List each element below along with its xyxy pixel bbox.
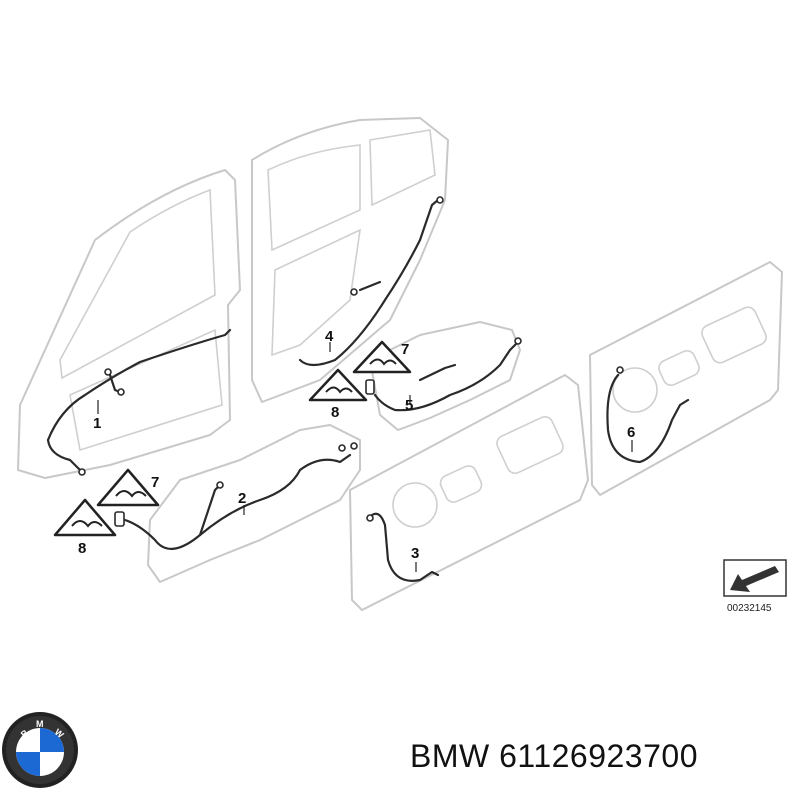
part-number: 61126923700 <box>499 738 698 774</box>
callout-6: 6 <box>627 424 635 441</box>
rear-inner-panel <box>589 261 783 496</box>
callout-3: 3 <box>411 545 419 562</box>
callout-4: 4 <box>325 328 334 345</box>
front-inner-panel <box>349 374 589 611</box>
front-door-trim-panel <box>147 424 361 583</box>
bmw-roundel-logo: B M W <box>2 712 78 788</box>
connector <box>114 511 125 527</box>
warning-triangle-icon <box>96 468 160 507</box>
wire-harness-3 <box>366 512 440 582</box>
warning-triangle-icon <box>53 498 117 537</box>
wire-harness-2 <box>123 442 358 550</box>
brand-name: BMW <box>410 738 490 774</box>
callout-8: 8 <box>331 404 339 421</box>
rear-door-trim-panel <box>369 321 521 431</box>
wire-harness-1 <box>46 328 232 476</box>
callout-5: 5 <box>405 397 413 414</box>
warning-triangle-icon <box>308 368 368 402</box>
callout-1: 1 <box>93 415 101 432</box>
arrow-reference-icon <box>723 559 787 597</box>
callout-2: 2 <box>238 490 246 507</box>
front-door-outline <box>17 169 241 479</box>
wire-harness-6 <box>606 366 690 464</box>
wire-harness-5 <box>365 337 522 412</box>
warning-triangle-icon <box>352 340 412 374</box>
diagram-ref-number: 00232145 <box>727 603 772 614</box>
callout-8: 8 <box>78 540 86 557</box>
svg-text:B: B <box>19 727 31 739</box>
svg-text:M: M <box>36 719 44 729</box>
wire-harness-4 <box>298 196 444 367</box>
callout-7: 7 <box>151 474 159 491</box>
part-caption: BMW 61126923700 <box>410 738 698 775</box>
callout-7: 7 <box>401 341 409 358</box>
rear-door-outline <box>251 117 449 403</box>
